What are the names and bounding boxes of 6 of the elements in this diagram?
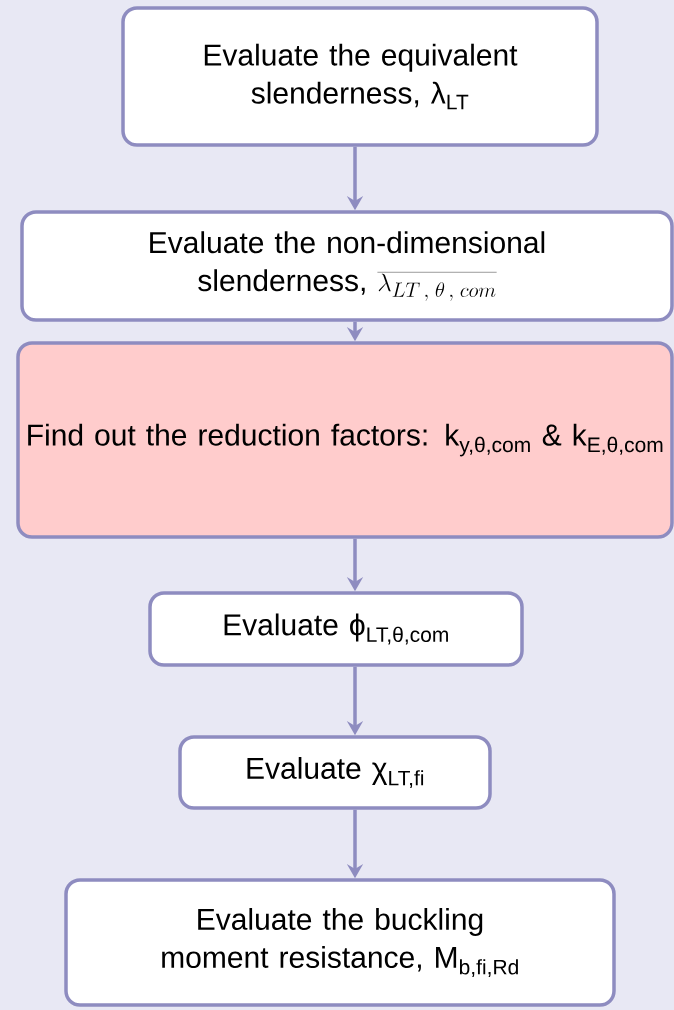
process-box: Evaluate ϕ$_{LT,θ,com}$ bbox=[148, 591, 524, 667]
process-box: Evaluate the buckling moment resistance, M$_{b,fi,Rd}$ bbox=[64, 878, 616, 1007]
process-box: Find out the reduction factors: k$_{y,θ,com}$ & k$_{E,θ,com}$ bbox=[16, 341, 674, 539]
process-box: Evaluate χ$_{LT,fi}$ bbox=[178, 735, 492, 810]
process-box: Evaluate the equivalent slenderness, λ$_{LT}$ bbox=[121, 6, 599, 147]
process-box: Evaluate the non-dimensional slenderness, $\overline{\lambda_{LT\,,\;\theta\,,\;com}}$ bbox=[20, 210, 674, 322]
